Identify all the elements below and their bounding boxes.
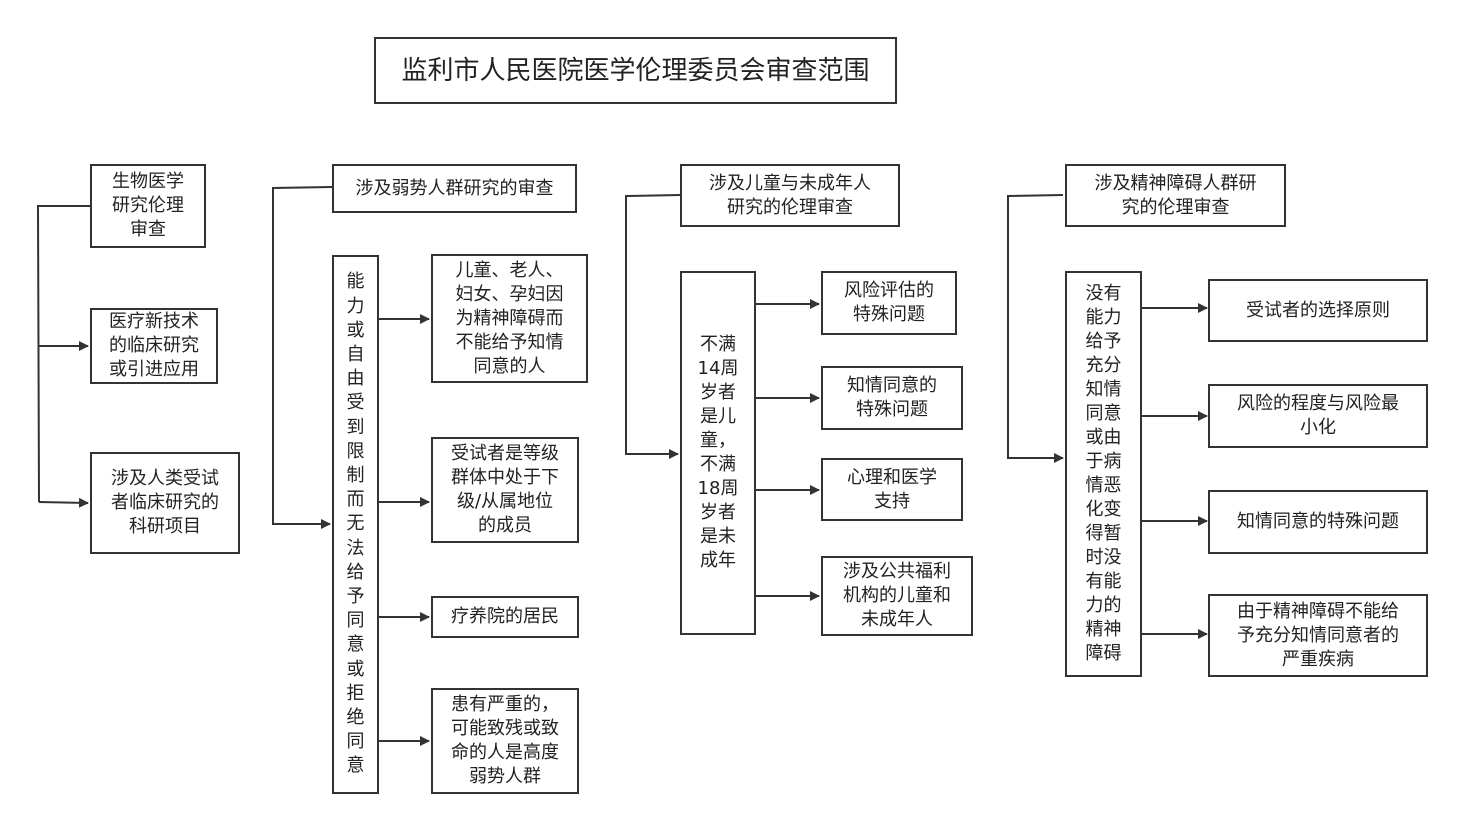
node-vulnerable-item-4: 患有严重的， 可能致残或致 命的人是高度 弱势人群 — [431, 688, 579, 794]
node-vulnerable-item-2: 受试者是等级 群体中处于下 级/从属地位 的成员 — [431, 437, 579, 543]
node-children-item-4: 涉及公共福利 机构的儿童和 未成年人 — [821, 556, 973, 636]
node-mental-disorder-group: 没有 能力 给予 充分 知情 同意 或由 于病 情恶 化变 得暂 时没 有能 力… — [1065, 271, 1142, 677]
node-children-item-1: 风险评估的 特殊问题 — [821, 271, 957, 335]
node-mental-disorder-header: 涉及精神障碍人群研 究的伦理审查 — [1065, 164, 1286, 227]
node-mental-item-1: 受试者的选择原则 — [1208, 279, 1428, 342]
node-new-medical-technology: 医疗新技术 的临床研究 或引进应用 — [90, 308, 218, 384]
node-vulnerable-group: 能 力 或 自 由 受 到 限 制 而 无 法 给 予 同 意 或 拒 绝 同 … — [332, 255, 379, 794]
node-vulnerable-item-1: 儿童、老人、 妇女、孕妇因 为精神障碍而 不能给予知情 同意的人 — [431, 254, 588, 383]
node-children-group: 不满 14周 岁者 是儿 童， 不满 18周 岁者 是未 成年 — [680, 271, 756, 635]
node-mental-item-3: 知情同意的特殊问题 — [1208, 490, 1428, 554]
node-mental-item-4: 由于精神障碍不能给 予充分知情同意者的 严重疾病 — [1208, 594, 1428, 677]
node-human-subject-research: 涉及人类受试 者临床研究的 科研项目 — [90, 452, 240, 554]
diagram-title: 监利市人民医院医学伦理委员会审查范围 — [374, 37, 897, 104]
node-mental-item-2: 风险的程度与风险最 小化 — [1208, 384, 1428, 448]
node-biomedical-ethics-review: 生物医学 研究伦理 审查 — [90, 164, 206, 248]
node-children-header: 涉及儿童与未成年人 研究的伦理审查 — [680, 164, 900, 227]
node-children-item-3: 心理和医学 支持 — [821, 458, 963, 521]
node-children-item-2: 知情同意的 特殊问题 — [821, 366, 963, 430]
node-vulnerable-item-3: 疗养院的居民 — [431, 596, 579, 638]
node-vulnerable-population-header: 涉及弱势人群研究的审查 — [332, 164, 577, 213]
